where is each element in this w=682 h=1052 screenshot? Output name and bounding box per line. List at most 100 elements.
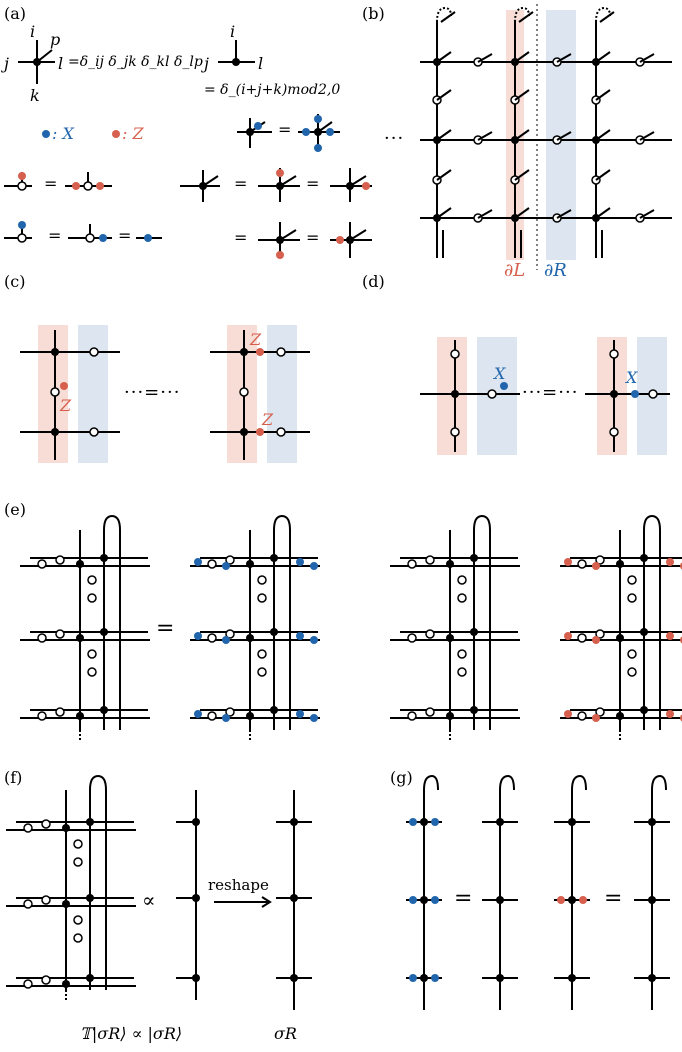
open-node — [407, 559, 417, 569]
open-node — [577, 633, 587, 643]
operator-dot — [564, 632, 572, 640]
open-node — [55, 629, 65, 639]
operator-dot — [222, 562, 230, 570]
operator-dot — [222, 714, 230, 722]
operator-dot — [431, 974, 439, 982]
open-node — [207, 633, 217, 643]
vertex — [568, 896, 576, 904]
vertex — [62, 900, 70, 908]
vertex — [616, 560, 624, 568]
panel-label-a: (a) — [4, 4, 27, 23]
tower-diagram — [190, 514, 320, 742]
equals-c: ···=··· — [124, 382, 181, 403]
open-node — [41, 975, 51, 985]
tower-diagram — [6, 774, 136, 1002]
rule-z-solid — [180, 168, 372, 259]
panel-d-diagram — [420, 337, 670, 455]
open-node — [407, 633, 417, 643]
open-node — [577, 711, 587, 721]
vertex — [76, 560, 84, 568]
black-node — [33, 58, 41, 66]
operator-dot — [296, 558, 304, 566]
x-legend-dot — [42, 130, 50, 138]
operator-dot — [557, 896, 565, 904]
open-node — [257, 667, 267, 677]
open-node — [87, 667, 97, 677]
index-l: l — [58, 54, 64, 73]
delta-mod-equation: = δ_(i+j+k)mod2,0 — [204, 82, 341, 98]
operator-dot — [579, 896, 587, 904]
operator-dot — [222, 636, 230, 644]
reduced-column — [176, 790, 312, 1010]
rule-z-open — [4, 172, 112, 191]
z-label-1: Z — [60, 396, 72, 415]
panels-efg-diagrams — [6, 514, 682, 1010]
x-label-2: X — [626, 368, 638, 387]
open-node — [23, 979, 33, 989]
g-column — [634, 774, 670, 1010]
panel-label-c: (c) — [4, 272, 26, 291]
eq-4: = — [118, 226, 132, 245]
tower-diagram — [390, 514, 520, 742]
g-column — [554, 774, 590, 1010]
x-label-1: X — [494, 364, 506, 383]
vertex — [420, 974, 428, 982]
eq-1: = — [278, 120, 292, 139]
z-legend-dot — [112, 130, 120, 138]
vertex — [100, 554, 108, 562]
z-legend-label: : Z — [122, 124, 144, 143]
vertex — [270, 554, 278, 562]
vertex — [420, 896, 428, 904]
open-node — [55, 707, 65, 717]
open-node — [73, 915, 83, 925]
operator-dot — [194, 632, 202, 640]
open-node — [627, 649, 637, 659]
open-node — [73, 839, 83, 849]
index-l-2: l — [258, 54, 264, 73]
open-node — [207, 711, 217, 721]
vertex — [100, 628, 108, 636]
open-node — [457, 649, 467, 659]
operator-dot — [296, 632, 304, 640]
operator-dot — [310, 714, 318, 722]
open-node — [23, 823, 33, 833]
vertex — [270, 706, 278, 714]
panel-b-lattice — [420, 4, 672, 270]
x-legend-label: : X — [52, 124, 74, 143]
vertex — [616, 634, 624, 642]
vertex — [616, 712, 624, 720]
panel-label-f: (f) — [4, 768, 23, 787]
index-p: p — [50, 30, 61, 49]
vertex — [640, 706, 648, 714]
operator-dot — [409, 818, 417, 826]
open-node — [73, 933, 83, 943]
delta-equation: =δ_ij δ_jk δ_kl δ_lp — [68, 54, 203, 70]
vertex — [640, 628, 648, 636]
open-node — [257, 575, 267, 585]
vertex — [568, 818, 576, 826]
vertex — [470, 628, 478, 636]
operator-dot — [310, 562, 318, 570]
operator-dot — [194, 710, 202, 718]
vertex — [86, 894, 94, 902]
operator-dot — [431, 818, 439, 826]
reshape-label: reshape — [208, 876, 269, 894]
eq-3: = — [48, 226, 62, 245]
boundary-right-label: ∂R — [544, 260, 567, 281]
open-node — [207, 559, 217, 569]
eq-5: = — [234, 174, 248, 193]
operator-dot — [592, 714, 600, 722]
vertex — [246, 712, 254, 720]
vertex — [568, 974, 576, 982]
index-j-2: j — [204, 54, 209, 73]
tower-diagram — [20, 514, 150, 742]
operator-dot — [310, 636, 318, 644]
vertex — [648, 974, 656, 982]
open-node — [225, 629, 235, 639]
open-node — [457, 575, 467, 585]
open-node — [87, 575, 97, 585]
rule-x-open — [4, 221, 162, 243]
open-node — [407, 711, 417, 721]
vertex — [648, 818, 656, 826]
